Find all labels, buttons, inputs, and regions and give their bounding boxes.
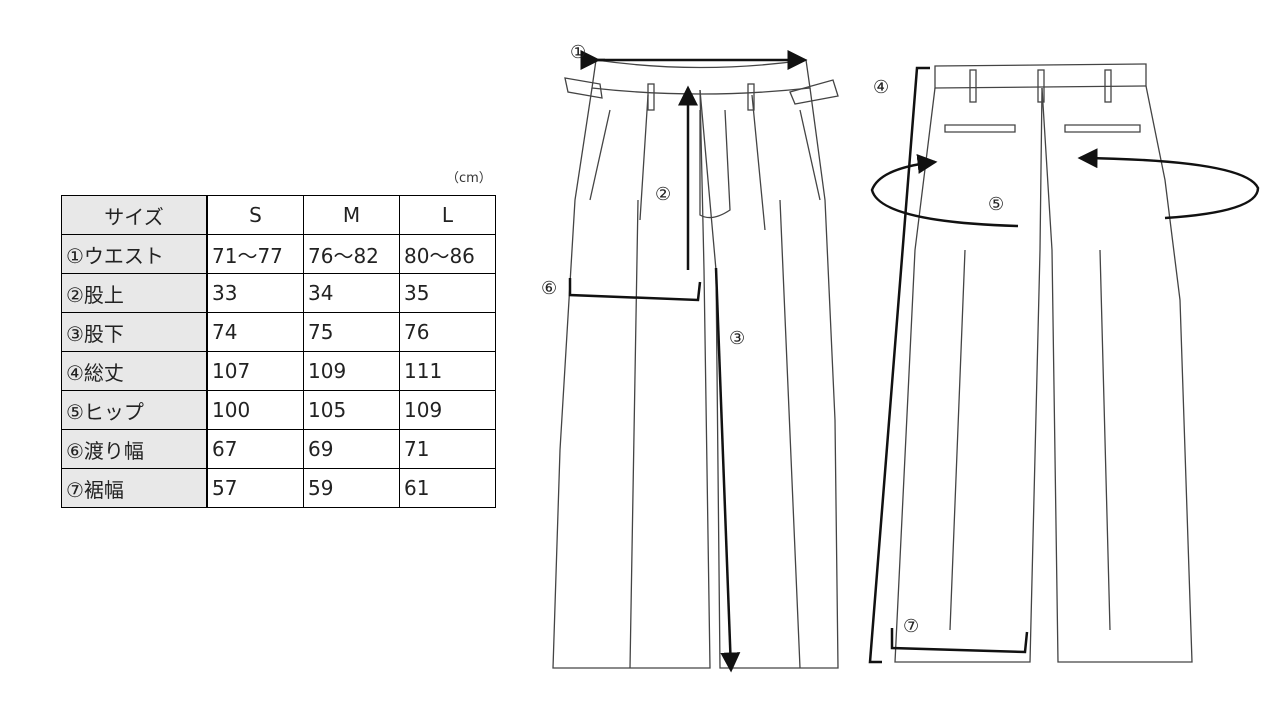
header-size: サイズ [61,195,208,235]
cell: 107 [206,351,304,391]
row-label: ⑦裾幅 [61,468,208,508]
label-4: ④ [873,77,889,98]
cell: 105 [303,390,400,430]
row-label: ①ウエスト [61,234,208,274]
cell: 80～86 [399,234,496,274]
cell: 109 [399,390,496,430]
measurement-lines [568,50,1260,673]
cell: 69 [303,429,400,469]
hem-line [890,628,1029,654]
cell: 57 [206,468,304,508]
unit-label: （cm） [446,171,492,186]
cell: 59 [303,468,400,508]
label-3: ③ [729,328,745,349]
row-label: ⑥渡り幅 [61,429,208,469]
front-pants-drawing [552,59,839,669]
header-l: L [399,195,496,235]
label-2: ② [655,184,671,205]
thigh-line [568,278,702,302]
cell: 61 [399,468,496,508]
table-header-row: サイズ S M L [61,195,496,235]
label-5: ⑤ [988,194,1004,215]
label-7: ⑦ [903,616,919,637]
header-m: M [303,195,400,235]
cell: 71 [399,429,496,469]
hip-arrow [870,153,1019,228]
row-label: ④総丈 [61,351,208,391]
label-1: ① [570,42,586,63]
cell: 109 [303,351,400,391]
label-6: ⑥ [541,278,557,299]
back-pants-drawing [894,63,1193,663]
cell: 71～77 [206,234,304,274]
inseam-arrow [714,267,741,673]
row-label: ③股下 [61,312,208,352]
row-label: ⑤ヒップ [61,390,208,430]
length-line [868,66,930,664]
cell: 34 [303,273,400,313]
cell: 67 [206,429,304,469]
row-label: ②股上 [61,273,208,313]
cell: 35 [399,273,496,313]
